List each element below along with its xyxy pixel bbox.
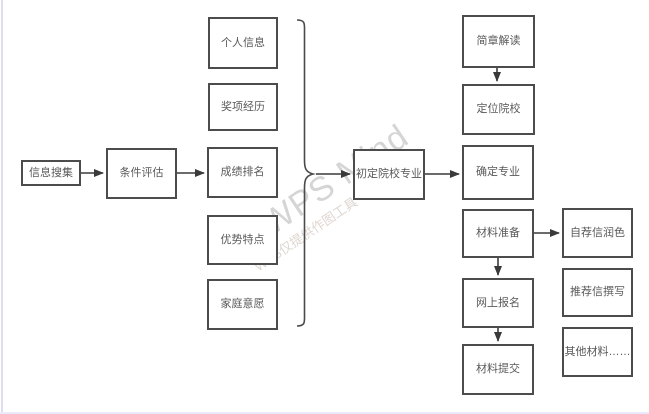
canvas-left-edge (1, 0, 3, 414)
flow-node-strength-traits[interactable]: 优势特点 (207, 215, 278, 265)
flow-node-personal-info[interactable]: 个人信息 (208, 17, 278, 69)
flow-node-recommend-letter-write[interactable]: 推荐信撰写 (562, 268, 633, 317)
flow-node-brochure-reading[interactable]: 简章解读 (462, 15, 535, 68)
flow-node-label: 材料提交 (476, 363, 520, 375)
flow-node-label: 自荐信润色 (570, 226, 625, 239)
flow-node-label: 信息搜集 (29, 166, 73, 179)
flow-node-grade-ranking[interactable]: 成绩排名 (207, 147, 278, 198)
flow-node-confirm-major[interactable]: 确定专业 (462, 145, 534, 200)
flow-node-online-register[interactable]: 网上报名 (462, 278, 534, 328)
canvas-bottom-edge (0, 412, 649, 414)
flow-node-material-submit[interactable]: 材料提交 (462, 344, 534, 395)
flow-node-label: 优势特点 (220, 233, 265, 246)
flow-node-other-materials[interactable]: 其他材料…… (562, 327, 633, 377)
flow-node-info-collect[interactable]: 信息搜集 (21, 160, 81, 186)
flow-node-label: 确定专业 (476, 166, 520, 178)
grouping-brace[interactable] (296, 19, 317, 327)
flow-node-family-wishes[interactable]: 家庭意愿 (207, 279, 278, 330)
flow-node-label: 定位院校 (476, 103, 521, 115)
flow-node-target-schools[interactable]: 定位院校 (462, 84, 535, 135)
flow-node-condition-evaluate[interactable]: 条件评估 (106, 148, 177, 199)
flow-node-label: 简章解读 (476, 35, 521, 47)
flow-node-label: 其他材料…… (564, 345, 631, 358)
flow-node-initial-school-major[interactable]: 初定院校专业 (353, 149, 425, 200)
flow-node-self-letter-polish[interactable]: 自荐信润色 (562, 208, 633, 258)
flow-node-material-prepare[interactable]: 材料准备 (462, 209, 534, 258)
flow-node-award-experience[interactable]: 奖项经历 (208, 83, 278, 131)
flow-node-label: 个人信息 (221, 36, 265, 49)
flow-node-label: 家庭意愿 (220, 298, 265, 310)
flow-node-label: 推荐信撰写 (570, 286, 625, 298)
flow-node-label: 材料准备 (476, 227, 520, 239)
flow-node-label: 成绩排名 (220, 166, 265, 178)
flow-node-label: 网上报名 (476, 296, 520, 309)
flow-node-label: 初定院校专业 (356, 168, 422, 180)
flow-node-label: 条件评估 (119, 167, 164, 179)
flow-node-label: 奖项经历 (221, 100, 265, 113)
